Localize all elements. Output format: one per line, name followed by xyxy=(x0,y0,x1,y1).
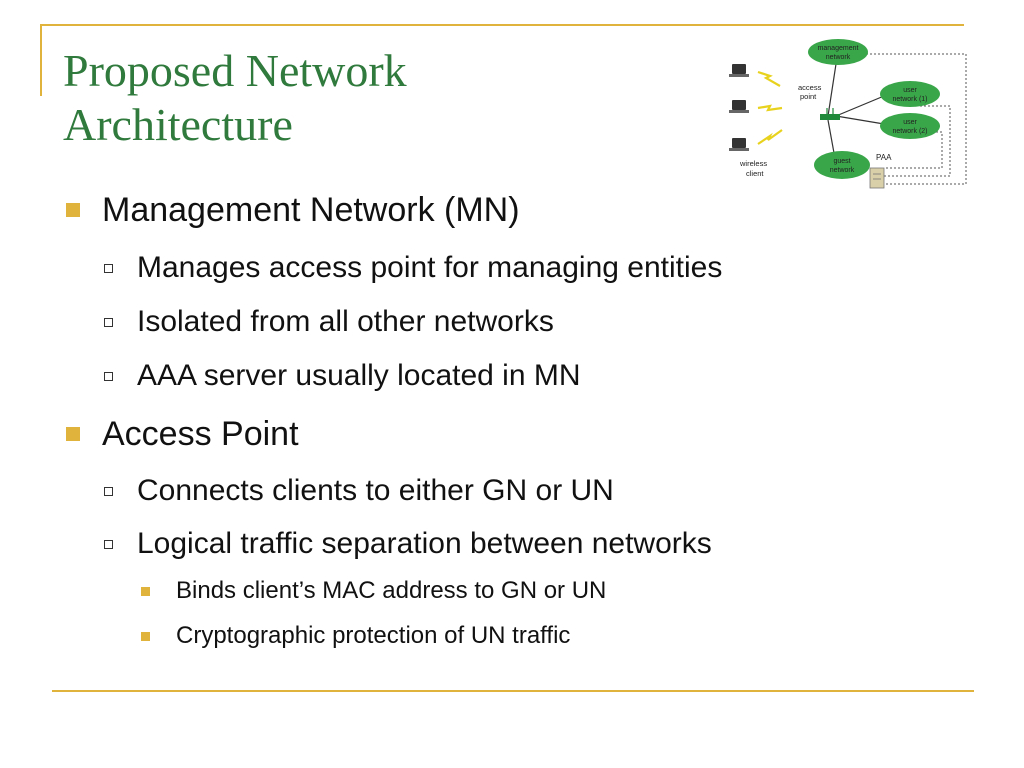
user-network-2-label-2: network (2) xyxy=(892,128,927,135)
bullet-text: Logical traffic separation between netwo… xyxy=(137,527,712,560)
guest-network-cloud: guest network xyxy=(814,151,870,179)
slide-bottom-rule xyxy=(52,690,974,692)
user-network-1-label-2: network (1) xyxy=(892,96,927,103)
wireless-signal-icon xyxy=(757,104,783,112)
wireless-signal-icon xyxy=(757,70,781,87)
guest-network-label-1: guest xyxy=(833,158,850,165)
access-point-icon xyxy=(820,108,840,120)
user-network-2-label-1: user xyxy=(903,119,917,126)
user-network-1-label-1: user xyxy=(903,87,917,94)
management-network-shape xyxy=(808,39,868,65)
guest-network-shape xyxy=(814,151,870,179)
server-icon xyxy=(869,167,885,189)
bullet-text: Binds client’s MAC address to GN or UN xyxy=(176,577,607,604)
laptop-icon xyxy=(729,138,749,151)
slide-left-rule xyxy=(40,24,42,96)
user-network-1-cloud: user network (1) xyxy=(880,81,940,107)
square-bullet-icon xyxy=(66,203,80,217)
wireless-client-label-1: wireless xyxy=(739,159,767,168)
slide-title-line-2: Architecture xyxy=(63,99,293,150)
bullet-text: Connects clients to either GN or UN xyxy=(137,474,614,507)
management-network-label-2: network xyxy=(826,54,851,61)
bullet-text: Management Network (MN) xyxy=(102,191,520,229)
network-architecture-diagram: management network user network (1) user… xyxy=(729,39,967,189)
laptop-icon xyxy=(729,64,749,77)
bullet-text: Access Point xyxy=(102,415,299,453)
bullet-text: Cryptographic protection of UN traffic xyxy=(176,622,571,649)
user-network-2-cloud: user network (2) xyxy=(880,113,940,139)
hollow-square-bullet-icon xyxy=(104,372,113,381)
wireless-signal-icon xyxy=(757,129,783,145)
small-square-bullet-icon xyxy=(141,632,150,641)
access-point-label-1: access xyxy=(798,83,822,92)
management-network-cloud: management network xyxy=(808,39,868,65)
bullet-text: Isolated from all other networks xyxy=(137,305,554,338)
hollow-square-bullet-icon xyxy=(104,264,113,273)
bullet-text: AAA server usually located in MN xyxy=(137,359,581,392)
slide-top-rule xyxy=(40,24,964,26)
square-bullet-icon xyxy=(66,427,80,441)
management-network-label-1: management xyxy=(818,45,859,52)
hollow-square-bullet-icon xyxy=(104,487,113,496)
bullet-text: Manages access point for managing entiti… xyxy=(137,251,723,284)
user-network-2-shape xyxy=(880,113,940,139)
guest-network-label-2: network xyxy=(830,167,855,174)
small-square-bullet-icon xyxy=(141,587,150,596)
paa-label: PAA xyxy=(876,153,892,162)
hollow-square-bullet-icon xyxy=(104,540,113,549)
hollow-square-bullet-icon xyxy=(104,318,113,327)
wireless-client-label-2: client xyxy=(746,169,764,178)
laptop-icon xyxy=(729,100,749,113)
slide-title: Proposed Network Architecture xyxy=(63,44,703,152)
access-point-label-2: point xyxy=(800,92,817,101)
user-network-1-shape xyxy=(880,81,940,107)
slide-title-line-1: Proposed Network xyxy=(63,45,407,96)
